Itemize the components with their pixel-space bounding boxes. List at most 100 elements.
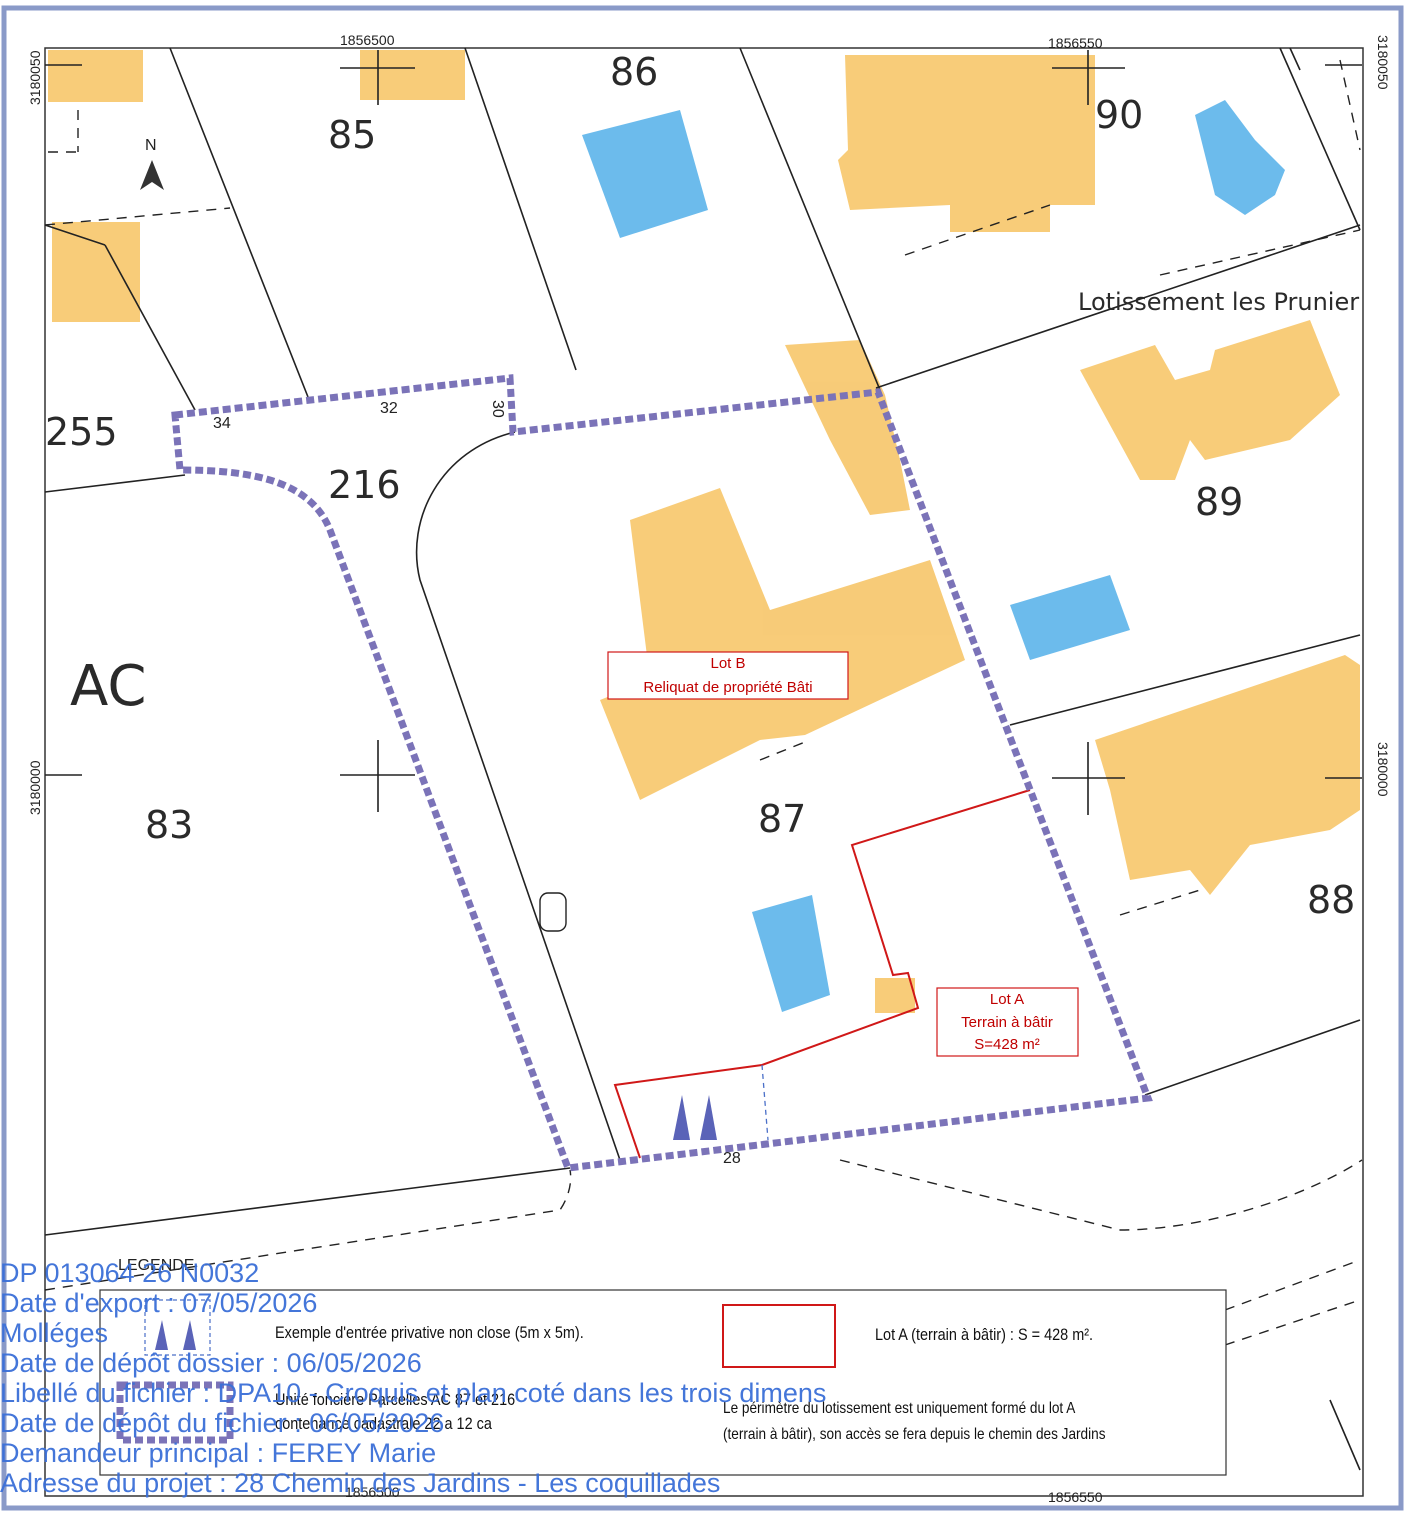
dimension-32: 32 <box>380 400 398 417</box>
legend-entry-icon <box>155 1320 168 1350</box>
parcel-line <box>464 47 577 371</box>
dashed-line <box>44 1169 572 1291</box>
entry-icon <box>673 1095 717 1140</box>
parcel-line <box>44 224 106 246</box>
building <box>1095 655 1360 895</box>
lot-a-line2: Terrain à bâtir <box>961 1014 1053 1031</box>
parcel-85: 85 <box>328 113 376 157</box>
subdivision-label: Lotissement les Prunier <box>1078 288 1359 316</box>
stamp-line-4: Date de dépôt dossier : 06/05/2026 <box>0 1348 422 1378</box>
parcel-255: 255 <box>45 410 118 454</box>
dashed-line <box>839 1159 1363 1231</box>
dimension-28: 28 <box>723 1150 741 1167</box>
lot-b-label: Lot B Reliquat de propriété Bâti <box>607 651 849 700</box>
stamp-line-5: Libellé du fichier : DPA10 - Croquis et … <box>0 1378 827 1408</box>
map-frame <box>44 47 1364 1497</box>
lot-a-title: Lot A <box>990 991 1024 1008</box>
legend-unit-line1: Unité foncière Parcelles AC 87 et 216 <box>275 1390 516 1409</box>
coordinate-crosses <box>45 50 1362 815</box>
stamp-line-6: Date de dépôt du fichier : 06/05/2026 <box>0 1408 445 1438</box>
pools <box>582 100 1285 1012</box>
coord-y-top-right: 3180050 <box>1375 35 1391 90</box>
lot-a-line3: S=428 m² <box>974 1036 1039 1053</box>
coord-x-left-top: 1856500 <box>340 32 395 48</box>
building <box>360 50 465 100</box>
dashed-line <box>904 204 1051 256</box>
buildings <box>48 50 1360 1013</box>
parcel-87: 87 <box>758 797 806 841</box>
building <box>52 222 140 322</box>
parcel-216: 216 <box>328 463 401 507</box>
outer-frame <box>1 5 1404 1511</box>
legend-lot-a-swatch <box>722 1304 836 1368</box>
pool <box>582 110 708 238</box>
parcel-line <box>44 1167 571 1236</box>
legend-entry-swatch <box>144 1299 211 1356</box>
stamp-line-3: Molléges <box>0 1318 109 1348</box>
legend: LEGENDE <box>99 1257 1227 1476</box>
building <box>785 340 910 515</box>
legend-lot-a-text: Lot A (terrain à bâtir) : S = 428 m². <box>875 1325 1094 1344</box>
building <box>1080 320 1340 480</box>
stamp-line-1: DP 013064 26 N0032 <box>0 1258 260 1288</box>
north-arrow-icon: N <box>140 137 164 190</box>
dashed-lines <box>44 59 1363 1346</box>
coord-y-mid-left: 3180000 <box>27 760 43 815</box>
parcel-line <box>1009 634 1361 726</box>
parcel-line <box>1144 1019 1361 1096</box>
north-label: N <box>145 137 157 154</box>
coord-y-mid-right: 3180000 <box>1375 742 1391 797</box>
parcel-line <box>169 47 309 398</box>
parcel-line <box>104 244 196 411</box>
legend-perimeter-line2: (terrain à bâtir), son accès se fera dep… <box>723 1426 1106 1443</box>
stamp-line-2: Date d'export : 07/05/2026 <box>0 1288 318 1318</box>
parcel-line <box>1289 47 1301 71</box>
lot-a-outline <box>613 789 1031 1159</box>
dashed-line <box>44 207 231 226</box>
dashed-line <box>1224 1299 1361 1346</box>
pool <box>1195 100 1285 215</box>
parcel-90: 90 <box>1095 93 1143 137</box>
parcel-line <box>415 431 621 1161</box>
section-label: AC <box>70 654 146 719</box>
legend-perimeter-line1: Le périmètre du lotissement est uniqueme… <box>723 1400 1076 1417</box>
parcel-line <box>875 224 1361 389</box>
coord-y-top-left: 3180050 <box>27 50 43 105</box>
dashed-line <box>759 739 811 761</box>
dimension-34: 34 <box>213 415 231 432</box>
lot-b-title: Lot B <box>710 655 745 672</box>
legend-unit-line2: contenance cadastrale 22 a 12 ca <box>275 1414 492 1433</box>
dashed-line <box>1159 229 1361 276</box>
coord-x-left-bottom: 1856500 <box>345 1484 400 1500</box>
lot-a-split <box>761 1064 769 1141</box>
legend-entry-text: Exemple d'entrée privative non close (5m… <box>275 1323 584 1342</box>
legend-perimeter-swatch <box>116 1381 234 1444</box>
coord-x-right-bottom: 1856550 <box>1048 1489 1103 1505</box>
parcel-line <box>1329 1399 1361 1471</box>
entry-marker <box>539 892 567 932</box>
pool <box>1010 575 1130 660</box>
parcel-89: 89 <box>1195 480 1243 524</box>
dashed-line <box>1339 59 1361 151</box>
parcel-lines <box>44 47 1361 1471</box>
stamp-line-7: Demandeur principal : FEREY Marie <box>0 1438 437 1468</box>
parcel-83: 83 <box>145 803 193 847</box>
parcel-88: 88 <box>1307 878 1355 922</box>
stamp-line-8: Adresse du projet : 28 Chemin des Jardin… <box>0 1468 721 1498</box>
parcel-line <box>739 47 881 391</box>
building <box>48 50 143 102</box>
pool <box>752 895 830 1012</box>
lot-b-subtitle: Reliquat de propriété Bâti <box>643 679 812 696</box>
parcel-line <box>44 474 186 493</box>
coord-x-right-top: 1856550 <box>1048 35 1103 51</box>
building <box>600 488 965 800</box>
parcel-86: 86 <box>610 50 658 94</box>
lot-a-label: Lot A Terrain à bâtir S=428 m² <box>936 987 1079 1057</box>
building <box>875 978 915 1013</box>
parcel-line <box>1279 47 1361 231</box>
building <box>838 55 1095 232</box>
dashed-line <box>1224 1259 1361 1311</box>
dashed-line <box>1119 889 1201 916</box>
dimension-30: 30 <box>489 400 506 418</box>
